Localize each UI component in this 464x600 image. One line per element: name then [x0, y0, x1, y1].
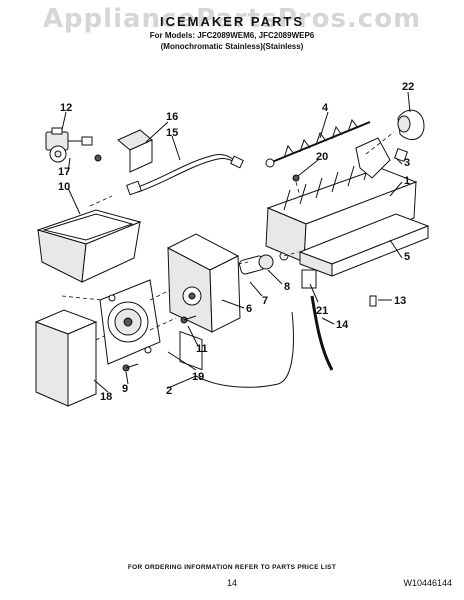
variants-line: (Monochromatic Stainless)(Stainless) [160, 42, 304, 51]
assembly-guides [61, 131, 395, 341]
callout-5: 5 [404, 251, 410, 263]
callout-1: 1 [404, 175, 410, 187]
part-screw-11 [180, 315, 197, 324]
callout-2: 2 [166, 385, 172, 397]
callout-11: 11 [196, 343, 208, 355]
part-heater-wire [195, 311, 294, 388]
callout-6: 6 [246, 303, 252, 315]
callout-12: 12 [60, 102, 72, 114]
callout-3: 3 [404, 157, 410, 169]
part-control-housing [166, 233, 241, 371]
leader-lines [61, 91, 411, 393]
part-shutoff-cover [298, 213, 430, 277]
page-title: ICEMAKER PARTS [159, 14, 305, 29]
callout-9: 9 [122, 383, 128, 395]
part-mounting-plate [99, 279, 161, 365]
callout-19: 19 [192, 371, 204, 383]
document-id: W10446144 [403, 578, 452, 588]
part-cover [34, 309, 98, 407]
callout-15: 15 [166, 127, 178, 139]
part-wire-harness [126, 154, 244, 196]
part-lever [355, 137, 409, 179]
part-screw-20 [292, 174, 300, 182]
callout-labels: 12 17 10 16 15 4 22 20 3 1 5 13 14 21 8 … [58, 81, 414, 403]
part-water-valve [45, 127, 102, 163]
models-line: For Models: JFC2089WEM6, JFC2089WEP6 [149, 31, 315, 40]
callout-16: 16 [166, 111, 178, 123]
part-bracket [117, 129, 153, 173]
part-ejector [265, 118, 371, 168]
watermark: AppliancePartsPros.com [42, 4, 422, 34]
part-fastener-13 [369, 295, 377, 307]
part-ice-bin [36, 209, 142, 283]
part-cap [397, 109, 425, 141]
callout-8: 8 [284, 281, 290, 293]
callout-17: 17 [58, 166, 70, 178]
callout-13: 13 [394, 295, 406, 307]
callout-20: 20 [316, 151, 328, 163]
ordering-note: FOR ORDERING INFORMATION REFER TO PARTS … [127, 564, 337, 571]
part-motor [238, 251, 289, 275]
callout-18: 18 [100, 391, 112, 403]
callout-10: 10 [58, 181, 70, 193]
part-fill-tube [310, 295, 334, 371]
callout-4: 4 [322, 102, 329, 114]
part-screw-9 [122, 363, 139, 372]
part-clip [301, 269, 317, 289]
callout-7: 7 [262, 295, 268, 307]
callout-14: 14 [336, 319, 349, 331]
callout-21: 21 [316, 305, 328, 317]
page-number: 14 [226, 578, 237, 588]
callout-22: 22 [402, 81, 414, 93]
